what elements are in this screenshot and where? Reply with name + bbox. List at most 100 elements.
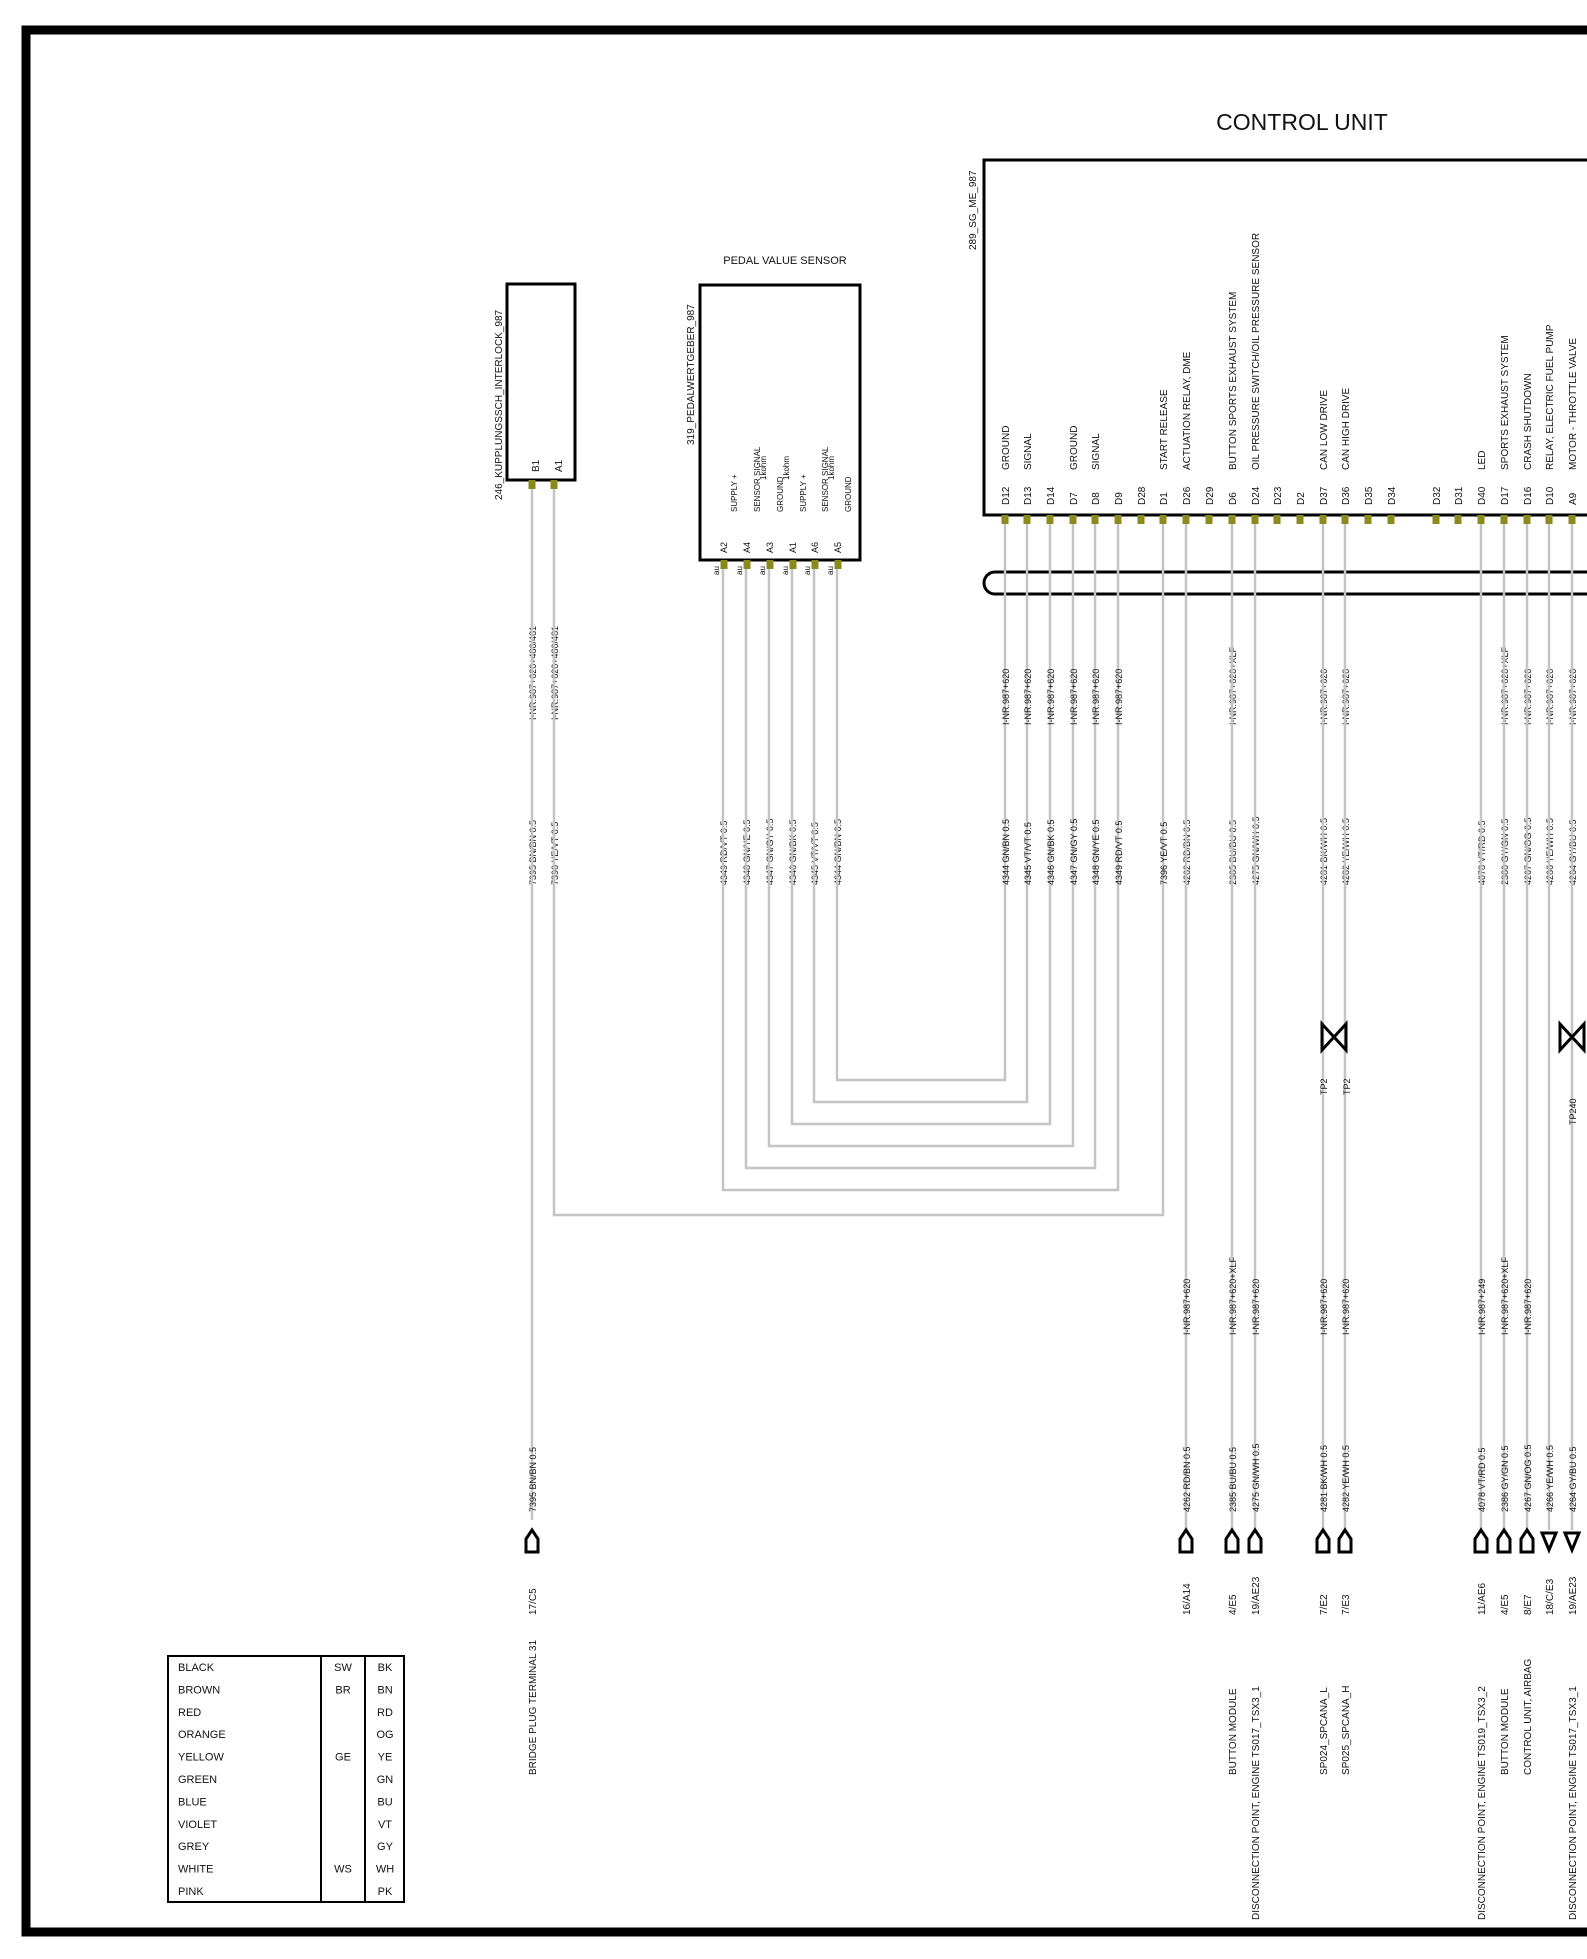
lower-wire-label: 2385 BU/BU 0.5 bbox=[1228, 1447, 1238, 1512]
pedal-pin-function: SUPPLY + bbox=[730, 474, 739, 512]
pedal-pin-label: A2 bbox=[719, 542, 729, 553]
terminal-connector-symbol bbox=[1247, 1527, 1263, 1554]
wire-harness-mark: I-NR.987+620 bbox=[1001, 669, 1011, 725]
terminal-connector-symbol bbox=[1562, 1531, 1582, 1554]
lower-wire-label: 4264 GY/BU 0.5 bbox=[1568, 1446, 1578, 1512]
wire bbox=[552, 489, 1165, 1217]
interlock-pin: A1 bbox=[554, 459, 565, 472]
ecu-pin-label: D17 bbox=[1500, 486, 1511, 505]
legend-color-name: BLACK bbox=[178, 1662, 215, 1674]
diagram-title: CONTROL UNIT bbox=[1216, 109, 1388, 135]
pin-terminal bbox=[1341, 515, 1349, 524]
ecu-pin-function: SPORTS EXHAUST SYSTEM bbox=[1500, 335, 1511, 470]
ecu-pin-label: D36 bbox=[1341, 486, 1352, 505]
lower-harness-mark: I-NR.987+620 bbox=[1523, 1279, 1533, 1335]
pin-terminal bbox=[1001, 515, 1009, 524]
pedal-pin-tag: au bbox=[781, 566, 790, 575]
terminal-destination: DISCONNECTION POINT, ENGINE TS017_TSX3_1 bbox=[1568, 1686, 1579, 1920]
terminal-page-ref: 4/E5 bbox=[1228, 1594, 1239, 1615]
terminal-page-ref: 8/E7 bbox=[1523, 1594, 1534, 1615]
legend-color-code: PK bbox=[378, 1886, 393, 1898]
ecu-pin-function: CAN LOW DRIVE bbox=[1319, 390, 1330, 470]
ecu-pin-label: D26 bbox=[1182, 486, 1193, 505]
lower-harness-mark: I-NR.987+620 bbox=[1251, 1279, 1261, 1335]
legend-color-code: GY bbox=[377, 1841, 394, 1853]
ecu-pin-label: D12 bbox=[1001, 486, 1012, 505]
ecu-pin-function: SIGNAL bbox=[1091, 433, 1102, 470]
pedal-pin-function: SUPPLY + bbox=[799, 474, 808, 512]
wire-label: 4346 GN/BK 0.5 bbox=[1046, 819, 1056, 885]
terminal-connector-symbol bbox=[1496, 1527, 1512, 1554]
legend-color-name: ORANGE bbox=[178, 1729, 226, 1741]
terminal-connector-symbol bbox=[1473, 1527, 1489, 1554]
ecu-pin-function: SIGNAL bbox=[1023, 433, 1034, 470]
legend-color-name: VIOLET bbox=[178, 1819, 217, 1831]
pin-terminal bbox=[1568, 515, 1576, 524]
pin-terminal bbox=[1319, 515, 1327, 524]
ecu-pin-label: D10 bbox=[1545, 486, 1556, 505]
terminal-destination: BUTTON MODULE bbox=[1228, 1688, 1239, 1775]
wire-label: 4345 VT/VT 0.5 bbox=[1023, 822, 1033, 885]
pedal-pin-function: SENSOR SIGNAL bbox=[753, 446, 762, 512]
legend-color-code: VT bbox=[378, 1819, 392, 1831]
pin-terminal bbox=[1159, 515, 1167, 524]
pedal-pin-label: A6 bbox=[810, 542, 820, 553]
pin-terminal bbox=[1477, 515, 1485, 524]
ecu-pin-label: D28 bbox=[1137, 486, 1148, 505]
legend-color-name: BROWN bbox=[178, 1684, 220, 1696]
ecu-pin-function: START RELEASE bbox=[1159, 389, 1170, 470]
wire-label: 4344 GN/BN 0.5 bbox=[1001, 819, 1011, 885]
lower-harness-mark: I-NR.987+620 bbox=[1319, 1279, 1329, 1335]
terminal-destination: CONTROL UNIT, AIRBAG bbox=[1523, 1658, 1534, 1775]
legend-color-code: BU bbox=[377, 1796, 392, 1808]
lower-harness-mark: I-NR.987+620+XLF bbox=[1228, 1256, 1238, 1335]
legend-color-name: WHITE bbox=[178, 1864, 213, 1876]
pedal-box bbox=[698, 283, 862, 562]
pedal-pin-function: GROUND bbox=[844, 476, 853, 512]
terminal-destination: BUTTON MODULE bbox=[1500, 1688, 1511, 1775]
terminal-page-ref: 4/E5 bbox=[1500, 1594, 1511, 1615]
ecu-pin-label: D16 bbox=[1523, 486, 1534, 505]
test-point-symbol bbox=[1558, 1020, 1586, 1054]
pedal-resistance-note: 1kohm bbox=[827, 456, 836, 480]
legend-color-de: GE bbox=[335, 1752, 351, 1764]
test-point-label: TP240 bbox=[1568, 1098, 1578, 1125]
terminal-page-ref: 11/AE6 bbox=[1477, 1583, 1488, 1615]
ecu-pin-function: ACTUATION RELAY, DME bbox=[1182, 351, 1193, 470]
terminal-page-ref: 16/A14 bbox=[1182, 1583, 1193, 1615]
ecu-pin-label: D31 bbox=[1454, 486, 1465, 505]
legend-color-name: GREEN bbox=[178, 1774, 217, 1786]
legend-color-de: WS bbox=[334, 1864, 352, 1876]
legend-color-code: WH bbox=[376, 1864, 394, 1876]
lower-wire-label: 4267 GN/OG 0.5 bbox=[1523, 1444, 1533, 1512]
ecu-pin-function: BUTTON SPORTS EXHAUST SYSTEM bbox=[1228, 292, 1239, 470]
legend-color-name: PINK bbox=[178, 1886, 204, 1898]
lower-wire-label: 4266 YE/WH 0.5 bbox=[1545, 1445, 1555, 1512]
lower-wire-label: 4262 RD/BN 0.5 bbox=[1182, 1446, 1192, 1512]
interlock-box bbox=[505, 282, 577, 482]
ecu-pin-function: GROUND bbox=[1001, 426, 1012, 470]
wire bbox=[790, 524, 1052, 1126]
pin-terminal bbox=[1296, 515, 1304, 524]
ecu-pin-function: LED bbox=[1477, 451, 1488, 470]
pin-terminal bbox=[1023, 515, 1031, 524]
pin-terminal bbox=[1251, 515, 1259, 524]
pin-terminal bbox=[1228, 515, 1236, 524]
pedal-resistance-note: 1kohm bbox=[782, 456, 791, 480]
pin-terminal bbox=[1273, 515, 1281, 524]
pin-terminal bbox=[1454, 515, 1462, 524]
ecu-pin-label: D1 bbox=[1159, 492, 1170, 505]
ecu-pin-label: D29 bbox=[1205, 486, 1216, 505]
pin-terminal bbox=[550, 480, 558, 489]
pedal-pin-label: A3 bbox=[765, 542, 775, 553]
test-point-label: TP2 bbox=[1342, 1078, 1352, 1095]
legend-color-code: YE bbox=[378, 1752, 393, 1764]
wire-harness-mark: I-NR.987+620 bbox=[1046, 669, 1056, 725]
test-point-symbol bbox=[1320, 1020, 1348, 1054]
lower-harness-mark: I-NR.987+620 bbox=[1341, 1279, 1351, 1335]
pedal-title: PEDAL VALUE SENSOR bbox=[723, 255, 847, 267]
lower-harness-mark: I-NR.987+620+XLF bbox=[1500, 1256, 1510, 1335]
terminal-page-ref: 19/AE23 bbox=[1568, 1576, 1579, 1615]
lower-harness-mark: I-NR.987+249 bbox=[1477, 1279, 1487, 1335]
